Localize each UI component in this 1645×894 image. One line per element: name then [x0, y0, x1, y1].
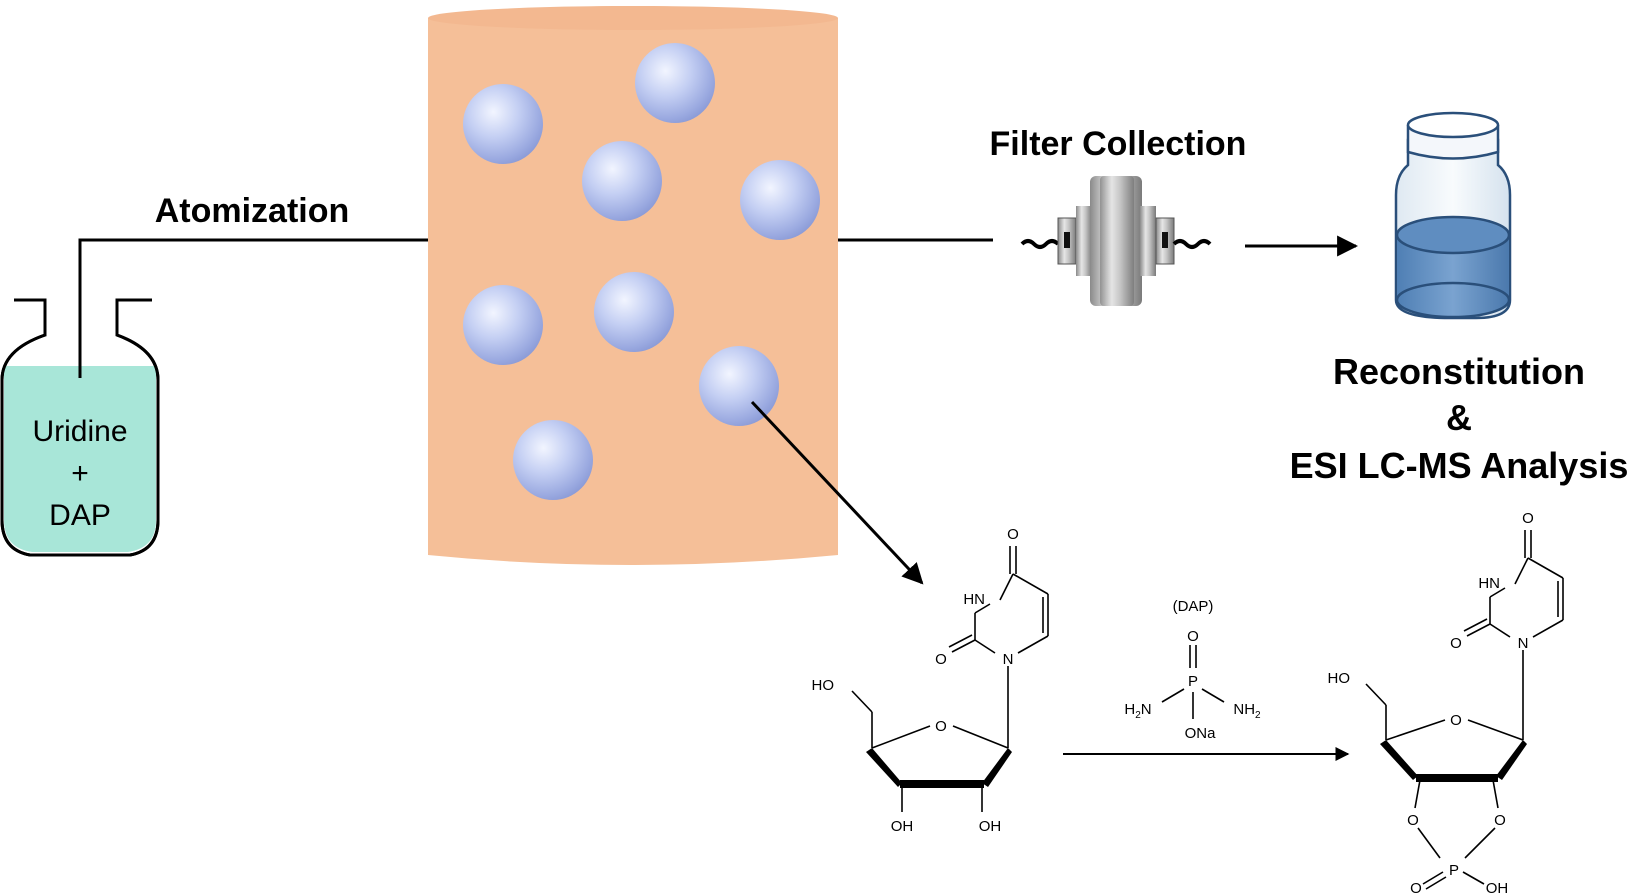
product-ring-o: O: [1450, 712, 1462, 729]
uridine-structure: [851, 546, 1049, 812]
reagent-flask: Uridine + DAP: [0, 298, 160, 557]
uridine-oh-right: OH: [979, 818, 1002, 835]
uridine-bold-bond: [900, 780, 984, 788]
product-o-right-phos: O: [1494, 812, 1506, 829]
uridine-ring-o: O: [935, 718, 947, 735]
droplet: [699, 346, 779, 426]
dap-name: (DAP): [1173, 598, 1214, 615]
droplet: [582, 141, 662, 221]
uridine-n: N: [1003, 651, 1014, 668]
chamber-top: [428, 6, 838, 30]
droplet: [463, 285, 543, 365]
flask-label-uridine: Uridine: [32, 415, 127, 448]
droplet: [513, 420, 593, 500]
product-bold-bond: [1416, 774, 1498, 782]
uridine-o-left: O: [935, 651, 947, 668]
flask-liquid: [4, 366, 156, 552]
product-p: P: [1449, 862, 1459, 879]
esi-lcms-label: ESI LC-MS Analysis: [1290, 445, 1629, 486]
filter-flange-right: [1140, 206, 1156, 276]
uridine-wedge: [866, 748, 902, 787]
dap-ona: ONa: [1185, 725, 1217, 742]
dap-o-top: O: [1187, 628, 1199, 645]
droplet: [594, 272, 674, 352]
droplet: [463, 84, 543, 164]
reconstitution-label: Reconstitution: [1333, 351, 1585, 392]
product-structure: [1365, 530, 1564, 890]
zoom-arrow: [750, 400, 924, 585]
product-o-left-phos: O: [1407, 812, 1419, 829]
product-o-left: O: [1450, 635, 1462, 652]
flask-label-dap: DAP: [49, 499, 111, 532]
dap-h2n: H2N: [1124, 701, 1151, 721]
droplets: [463, 43, 820, 500]
filter-collection-label: Filter Collection: [990, 125, 1247, 163]
product-o-top: O: [1522, 510, 1534, 527]
product-o-bottom: O: [1410, 880, 1422, 894]
filter-wire-left: [1020, 239, 1060, 249]
droplet: [635, 43, 715, 123]
uridine-ho: HO: [812, 677, 835, 694]
atomization-label: Atomization: [155, 192, 350, 230]
dap-p: P: [1188, 673, 1198, 690]
dap-reagent: (DAP) O P H2N NH2 ONa: [1124, 598, 1261, 742]
filter-holder: [1020, 176, 1212, 306]
product-hn: HN: [1478, 575, 1500, 592]
atomizer-tube: [78, 238, 428, 378]
vial-liquid-surface: [1395, 215, 1511, 255]
dap-nh2: NH2: [1233, 701, 1261, 721]
filter-wire-right: [1172, 239, 1212, 249]
flask-label-plus: +: [71, 457, 89, 490]
uridine-hn: HN: [963, 591, 985, 608]
product-ho: HO: [1328, 670, 1351, 687]
droplet: [740, 160, 820, 240]
sample-vial: [1394, 111, 1512, 320]
product-oh: OH: [1486, 880, 1509, 894]
vial-liquid: [1397, 235, 1509, 316]
product-n: N: [1518, 635, 1529, 652]
uridine-oh-left: OH: [891, 818, 914, 835]
ampersand-label: &: [1446, 397, 1472, 438]
filter-flange-left: [1076, 206, 1092, 276]
uridine-o-top: O: [1007, 526, 1019, 543]
